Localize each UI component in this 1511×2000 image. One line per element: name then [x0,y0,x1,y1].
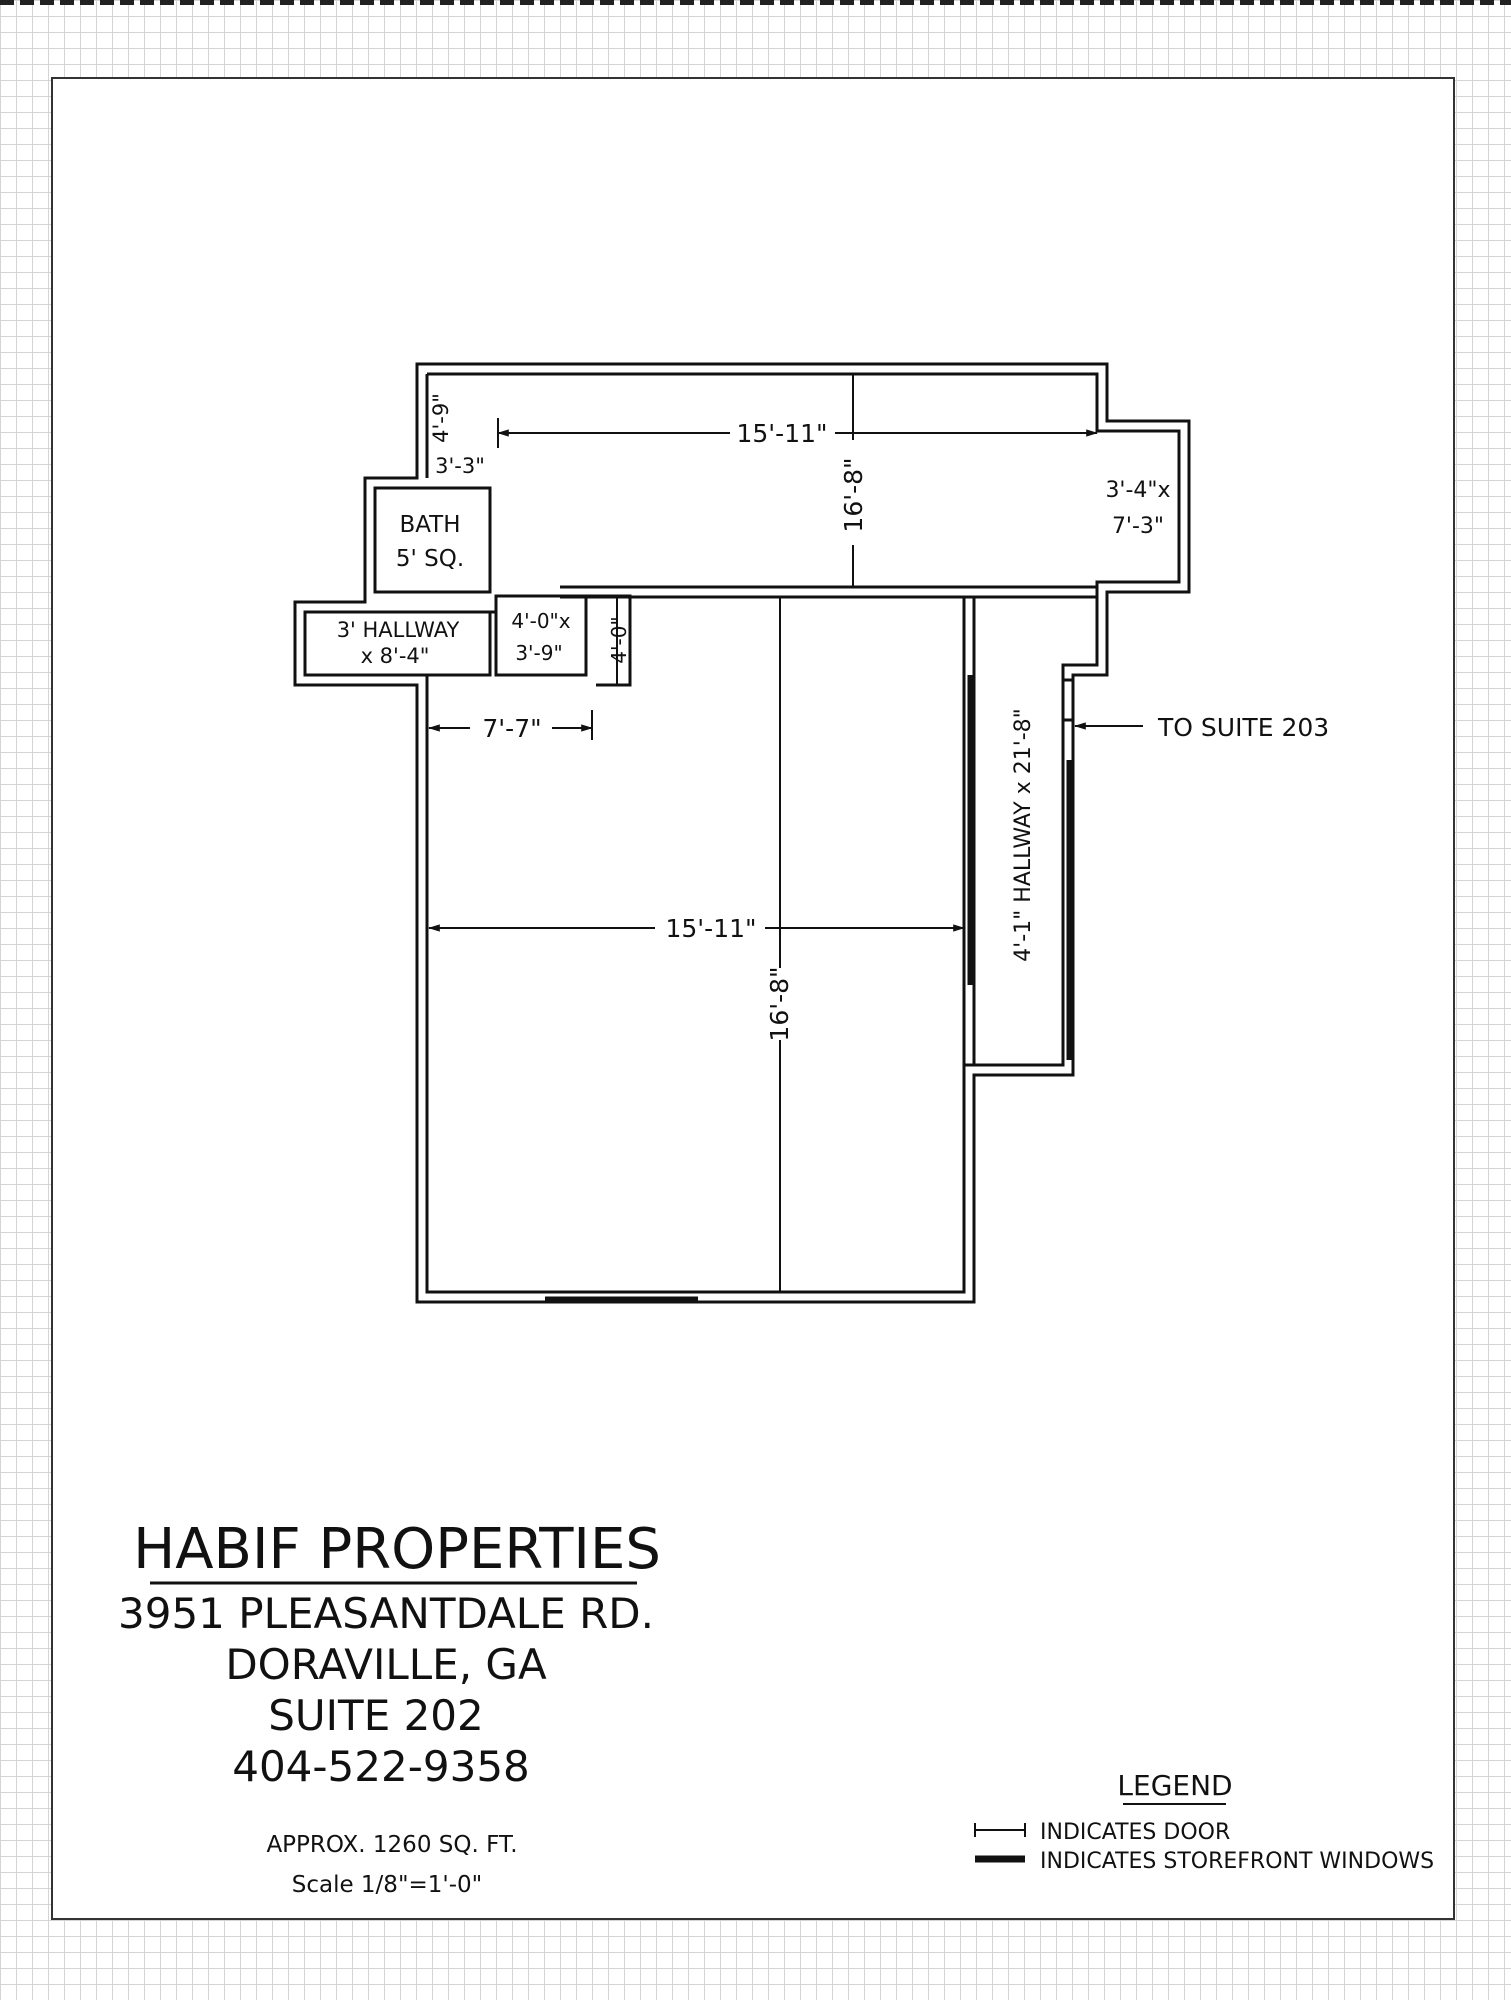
dim-top-left-horizontal: 3'-3" [435,454,485,478]
doors [420,429,1107,1304]
walls [293,362,1191,1304]
drawing-sheet [51,77,1455,1920]
hallway-label: 3' HALLWAY [337,618,460,642]
bath-wall [373,486,492,594]
dim-right-room-2: 7'-3" [1112,514,1164,539]
dim-main-width: 15'-11" [665,914,756,943]
bath-size: 5' SQ. [396,546,464,572]
inner-wall [425,372,1181,1294]
dim-top-width: 15'-11" [736,419,827,448]
company-name: HABIF PROPERTIES [133,1517,661,1582]
hallway-right-label: 4'-1" HALLWAY x 21'-8" [1011,708,1036,962]
dim-main-height: 16'-8" [765,966,794,1041]
closet-size-2: 3'-9" [515,641,562,665]
dim-top-left-vertical: 4'-9" [429,393,453,443]
closet-wall [494,594,588,677]
storefront-windows [545,675,1074,1304]
dim-right-room-1: 3'-4"x [1105,478,1170,503]
outer-wall [293,362,1191,1304]
closet-size-1: 4'-0"x [511,609,570,633]
suite: SUITE 202 [268,1691,484,1740]
address: 3951 PLEASANTDALE RD. [118,1589,654,1638]
phone: 404-522-9358 [232,1742,530,1791]
legend-windows: INDICATES STOREFRONT WINDOWS [1040,1849,1434,1874]
bath-label: BATH [399,512,460,538]
legend-door: INDICATES DOOR [1040,1820,1230,1845]
to-suite-label: TO SUITE 203 [1157,713,1329,742]
hallway-wall [303,610,492,677]
city: DORAVILLE, GA [225,1640,547,1689]
area: APPROX. 1260 SQ. FT. [266,1832,517,1858]
legend-title: LEGEND [1117,1769,1232,1802]
dimension-lines [427,374,1143,1292]
dim-lower-offset: 7'-7" [482,714,541,743]
scale: Scale 1/8"=1'-0" [292,1872,483,1898]
dim-small-vertical: 4'-0" [607,616,631,663]
dim-top-height: 16'-8" [839,457,868,532]
hallway-size: x 8'-4" [361,644,430,668]
top-border-strip [0,0,1511,5]
